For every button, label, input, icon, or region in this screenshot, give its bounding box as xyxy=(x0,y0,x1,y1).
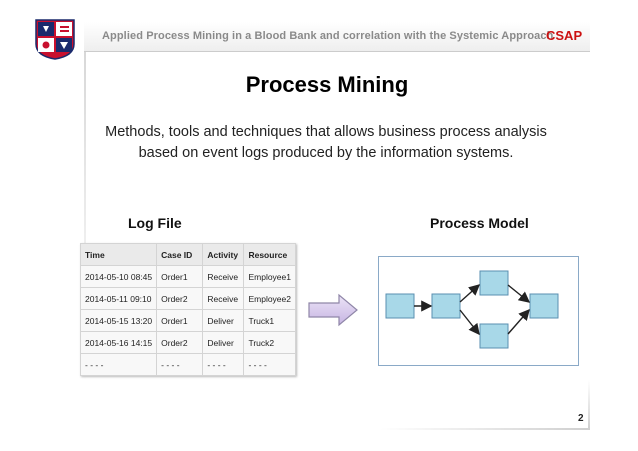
column-header: Activity xyxy=(202,243,245,266)
table-row: 2014-05-15 13:20 Order1 Deliver Truck1 xyxy=(79,309,296,332)
page-number: 2 xyxy=(578,413,584,424)
table-row: 2014-05-10 08:45 Order1 Receive Employee… xyxy=(79,265,296,288)
header-bar xyxy=(84,22,590,52)
left-rule xyxy=(84,52,86,382)
column-header: Time xyxy=(79,243,158,266)
table-row: 2014-05-11 09:10 Order2 Receive Employee… xyxy=(79,287,296,310)
column-header: Case ID xyxy=(156,243,204,266)
process-node xyxy=(479,270,509,296)
table-cell: - - - - xyxy=(243,353,296,376)
table-cell: - - - - xyxy=(156,353,204,376)
log-table: Time Case ID Activity Resource 2014-05-1… xyxy=(79,243,296,376)
process-node xyxy=(529,293,559,319)
table-cell: Employee1 xyxy=(243,265,296,288)
right-arrow-icon xyxy=(308,293,358,327)
process-model-label: Process Model xyxy=(430,215,529,231)
table-cell: Receive xyxy=(202,287,245,310)
process-edge xyxy=(507,284,531,303)
table-cell: Deliver xyxy=(202,309,245,332)
table-cell: Employee2 xyxy=(243,287,296,310)
bottom-rule xyxy=(380,428,590,430)
table-cell: Truck1 xyxy=(243,309,296,332)
table-cell: 2014-05-15 13:20 xyxy=(79,309,158,332)
table-cell: Deliver xyxy=(202,331,245,354)
table-cell: Order1 xyxy=(156,309,204,332)
process-node xyxy=(479,323,509,349)
process-edge xyxy=(459,309,480,336)
column-header: Resource xyxy=(243,243,296,266)
right-rule xyxy=(588,380,590,430)
header-brand: CSAP xyxy=(546,28,583,43)
table-row: 2014-05-16 14:15 Order2 Deliver Truck2 xyxy=(79,331,296,354)
slide-title: Process Mining xyxy=(245,72,409,97)
table-cell: Receive xyxy=(202,265,245,288)
table-cell: 2014-05-10 08:45 xyxy=(79,265,158,288)
table-cell: Truck2 xyxy=(243,331,296,354)
table-cell: - - - - xyxy=(79,353,158,376)
table-cell: - - - - xyxy=(202,353,245,376)
table-cell: Order2 xyxy=(156,287,204,310)
table-cell: Order2 xyxy=(156,331,204,354)
header-title: Applied Process Mining in a Blood Bank a… xyxy=(102,30,554,42)
log-file-label: Log File xyxy=(128,215,182,231)
table-cell: Order1 xyxy=(156,265,204,288)
table-cell: 2014-05-16 14:15 xyxy=(79,331,158,354)
table-cell: 2014-05-11 09:10 xyxy=(79,287,158,310)
process-edge xyxy=(507,308,530,335)
process-edge xyxy=(459,284,481,303)
process-model-diagram xyxy=(385,270,559,349)
table-row: - - - - - - - - - - - - - - - - xyxy=(79,353,296,376)
university-crest-icon xyxy=(33,18,77,60)
process-node xyxy=(431,293,461,319)
process-node xyxy=(385,293,415,319)
slide-subtitle: Methods, tools and techniques that allow… xyxy=(105,124,547,161)
table-header-row: Time Case ID Activity Resource xyxy=(79,243,296,266)
